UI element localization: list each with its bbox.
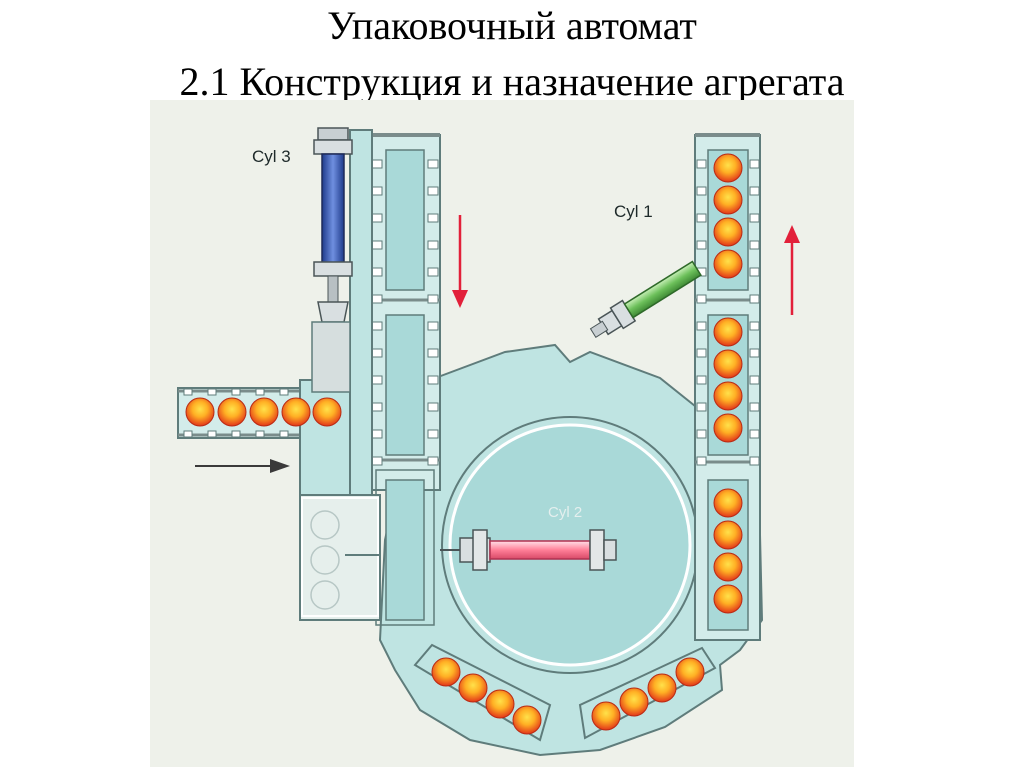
product-ball [713,520,743,550]
product-ball [713,584,743,614]
chain-link [696,348,707,358]
chain-link [696,213,707,223]
chain-link [749,375,760,385]
chain-link [696,321,707,331]
chain-link [749,267,760,277]
chain-link [279,388,289,396]
product-ball [647,673,677,703]
chain-link [427,456,439,466]
product-ball [713,381,743,411]
chain-link [696,186,707,196]
chain-link [749,321,760,331]
chain-link [371,240,383,250]
left-vertical-conveyor [369,133,441,626]
product-ball [249,397,279,427]
product-ball [485,689,515,719]
chain-link [749,402,760,412]
chain-link [427,321,439,331]
chain-link [183,388,193,396]
chain-link [371,321,383,331]
chain-link [696,456,707,466]
up-arrow [784,225,800,315]
product-ball [217,397,247,427]
product-ball [713,349,743,379]
chain-link [427,159,439,169]
chain-link [207,388,217,396]
chain-link [371,159,383,169]
slide-title-line2: 2.1 Конструкция и назначение агрегата [179,59,845,104]
chain-link [427,267,439,277]
product-ball [619,687,649,717]
chain-link [427,213,439,223]
product-ball [713,317,743,347]
product-ball [675,657,705,687]
chain-link [427,429,439,439]
cylinder-3 [311,127,353,393]
chain-link [371,402,383,412]
feed-arrow-right [195,459,290,473]
product-ball [713,552,743,582]
chain-link [749,429,760,439]
chain-link [749,348,760,358]
chain-link [696,402,707,412]
cyl3-label: Cyl 3 [252,147,291,166]
chain-link [255,388,265,396]
chain-link [279,430,289,438]
box-magazine [299,494,381,621]
chain-link [749,240,760,250]
chain-link [696,429,707,439]
cylinder-1 [589,260,702,338]
chain-link [371,375,383,385]
cyl1-label: Cyl 1 [614,202,653,221]
chain-link [427,240,439,250]
product-ball [713,413,743,443]
cyl2-label: Cyl 2 [548,504,582,521]
product-ball [713,249,743,279]
product-ball [713,185,743,215]
chain-link [427,348,439,358]
product-ball [512,705,542,735]
chain-link [749,159,760,169]
product-ball [713,488,743,518]
chain-link [427,294,439,304]
chain-link [696,375,707,385]
product-ball [431,657,461,687]
product-ball [458,673,488,703]
down-arrow [452,215,468,308]
chain-link [427,186,439,196]
chain-link [749,186,760,196]
chain-link [749,294,760,304]
slide-title-line1: Упаковочный автомат [327,3,697,48]
chain-link [696,240,707,250]
chain-link [371,213,383,223]
chain-link [231,430,241,438]
chain-link [371,186,383,196]
chain-link [371,456,383,466]
product-ball [281,397,311,427]
chain-link [371,267,383,277]
chain-link [696,159,707,169]
chain-link [207,430,217,438]
chain-link [371,294,383,304]
chain-link [371,429,383,439]
product-ball [713,217,743,247]
product-ball [591,701,621,731]
product-ball [312,397,342,427]
chain-link [427,375,439,385]
product-ball [713,153,743,183]
chain-link [749,456,760,466]
chain-link [427,402,439,412]
cylinder-2 [440,529,617,571]
chain-link [231,388,241,396]
product-ball [185,397,215,427]
chain-link [371,348,383,358]
chain-link [749,213,760,223]
product-balls [185,153,743,735]
chain-link [183,430,193,438]
chain-link [255,430,265,438]
chain-link [696,294,707,304]
